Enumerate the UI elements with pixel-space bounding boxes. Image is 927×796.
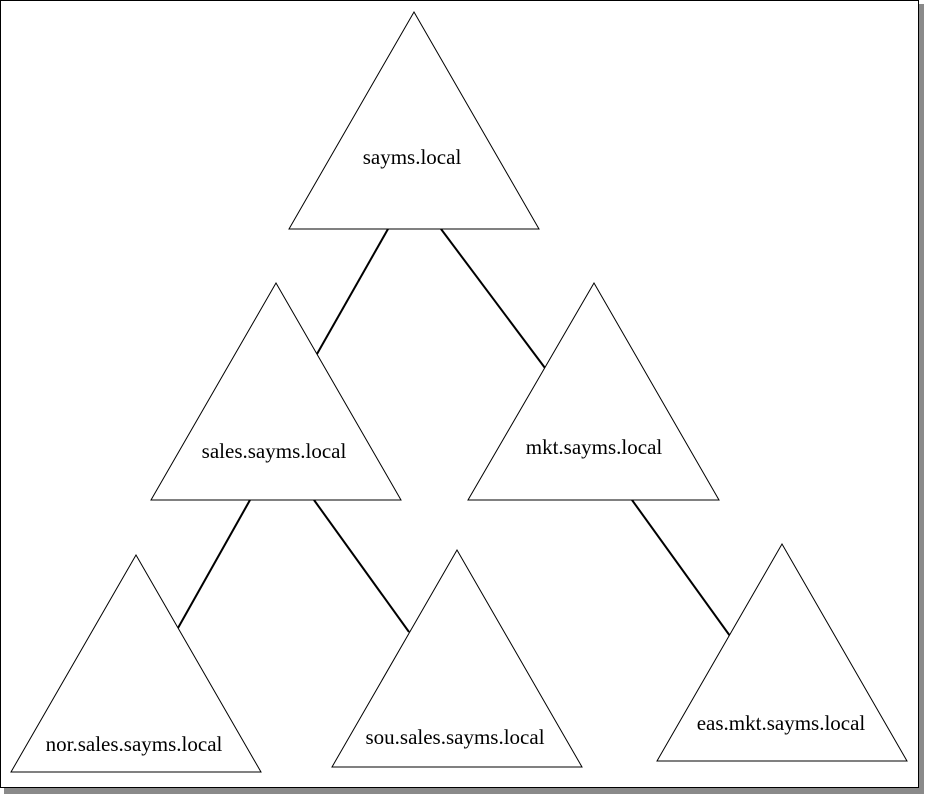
triangle-root [288,10,540,230]
triangle-sou [331,548,583,768]
triangle-nor [10,553,262,773]
domain-node-sales[interactable]: sales.sayms.local [150,281,402,501]
domain-label-nor: nor.sales.sayms.local [46,732,223,756]
domain-node-root[interactable]: sayms.local [288,10,540,230]
triangle-sales [150,281,402,501]
domain-label-root: sayms.local [363,145,462,169]
domain-node-eas[interactable]: eas.mkt.sayms.local [656,542,908,762]
domain-label-sales: sales.sayms.local [202,439,347,463]
link-root-mkt [440,228,546,369]
domain-node-sou[interactable]: sou.sales.sayms.local [331,548,583,768]
link-sales-sou [313,499,410,633]
triangle-eas [656,542,908,762]
link-root-sales [316,228,389,355]
domain-label-eas: eas.mkt.sayms.local [697,711,866,735]
link-mkt-eas [631,499,731,637]
domain-label-sou: sou.sales.sayms.local [365,725,544,749]
link-sales-nor [177,499,251,629]
domain-node-nor[interactable]: nor.sales.sayms.local [10,553,262,773]
triangle-mkt [467,282,720,501]
domain-node-mkt[interactable]: mkt.sayms.local [467,282,720,501]
domain-label-mkt: mkt.sayms.local [526,435,663,459]
